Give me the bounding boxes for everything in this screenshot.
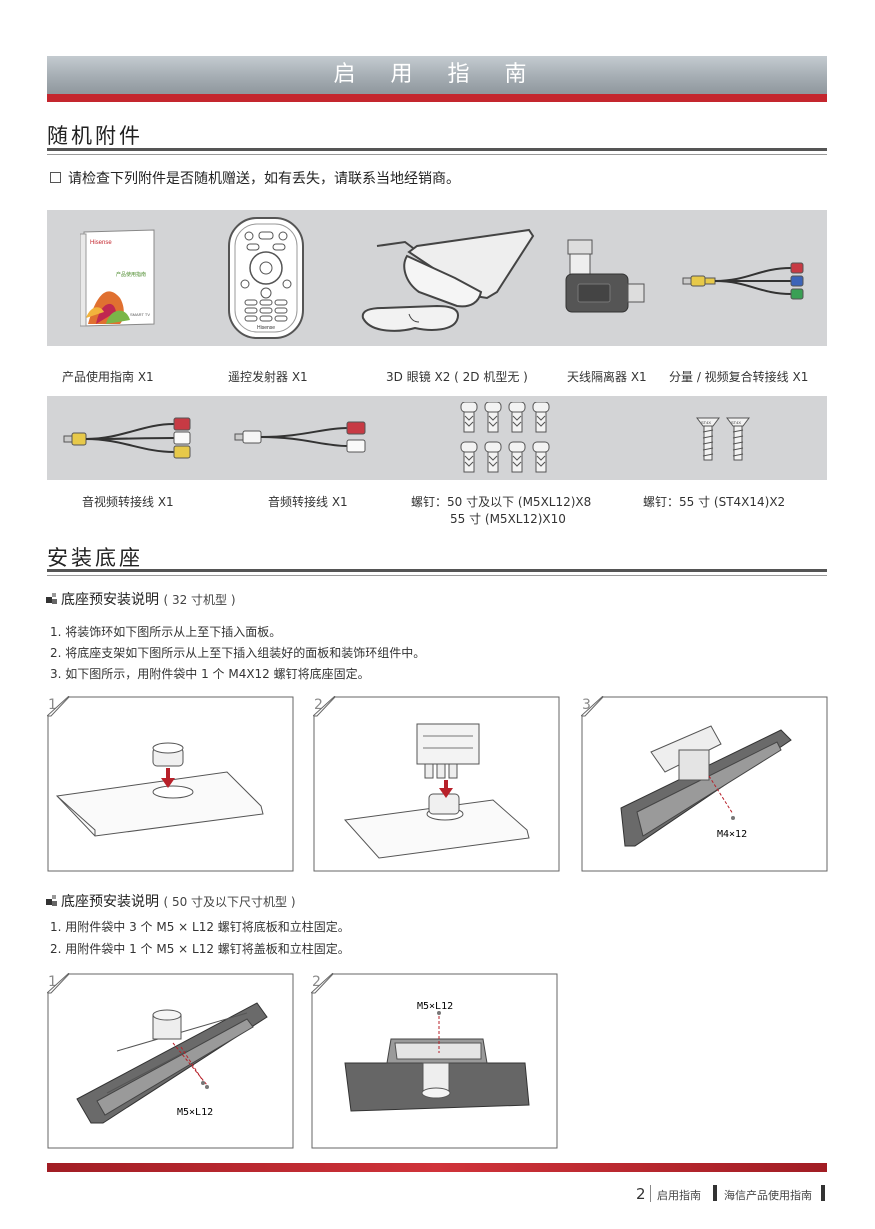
- accessory-label: 3D 眼镜 X2 ( 2D 机型无 ): [386, 370, 528, 384]
- footer-bar: [47, 1163, 827, 1172]
- section-bullet-icon: [46, 895, 57, 906]
- accessories-row-2: ST4X ST4X: [47, 396, 827, 480]
- remote-control-icon: Hisense: [228, 217, 304, 339]
- subsection-note: ( 50 寸及以下尺寸机型 ): [163, 895, 296, 909]
- av-cable-icon: [63, 417, 191, 459]
- page-number: 2: [636, 1185, 646, 1203]
- section-bullet-icon: [46, 593, 57, 604]
- accessories-row-1: Hisense 产品使用指南 SMART TV Hisense: [47, 210, 827, 346]
- footer-chapter: 启用指南: [657, 1189, 701, 1202]
- section-rule-thin: [47, 154, 827, 155]
- accessory-label: 螺钉：55 寸 (ST4X14)X2: [643, 495, 786, 509]
- accessory-label: 音视频转接线 X1: [82, 495, 174, 509]
- panel-number: 3: [582, 697, 591, 713]
- screw-tag-text: ST4X: [701, 420, 711, 425]
- install-diagram-4: M5×L12: [47, 973, 294, 1149]
- panel-number: 2: [314, 697, 323, 713]
- footer-marker: [713, 1185, 717, 1201]
- instruction-step: 1. 将装饰环如下图所示从上至下插入面板。: [50, 625, 282, 639]
- accessory-label: 分量 / 视频复合转接线 X1: [669, 370, 809, 384]
- section-rule: [47, 148, 827, 151]
- install-diagram-5: M5×L12: [311, 973, 558, 1149]
- checkbox-bullet-icon: [50, 172, 61, 183]
- instruction-step: 3. 如下图所示，用附件袋中 1 个 M4X12 螺钉将底座固定。: [50, 667, 370, 681]
- screw-callout: M5×L12: [177, 1107, 213, 1118]
- screw-callout: M5×L12: [417, 1001, 453, 1012]
- screw-tag-text: ST4X: [731, 420, 741, 425]
- section-rule-thin: [47, 575, 827, 576]
- 3d-glasses-icon: [361, 228, 535, 332]
- header-banner: 启 用 指 南: [47, 56, 827, 94]
- subsection-heading: 底座预安装说明: [61, 592, 159, 608]
- subsection-heading: 底座预安装说明: [61, 894, 159, 910]
- panel-number: 1: [48, 974, 57, 990]
- screw-callout: M4×12: [717, 829, 747, 840]
- header-red-stripe: [47, 94, 827, 102]
- accessory-label: 产品使用指南 X1: [62, 370, 154, 384]
- component-cable-icon: [682, 262, 804, 300]
- section-title-accessories: 随机附件: [47, 124, 143, 148]
- panel-number: 2: [312, 974, 321, 990]
- install-diagram-3: M4×12: [581, 696, 828, 872]
- svg-text:Hisense: Hisense: [257, 325, 275, 331]
- svg-text:SMART TV: SMART TV: [130, 312, 150, 317]
- install-diagram-2: [313, 696, 560, 872]
- footer-doc-title: 海信产品使用指南: [724, 1189, 812, 1202]
- instruction-step: 1. 用附件袋中 3 个 M5 × L12 螺钉将底板和立柱固定。: [50, 920, 350, 934]
- install-diagram-1: [47, 696, 294, 872]
- audio-cable-icon: [234, 421, 366, 453]
- footer-marker: [821, 1185, 825, 1201]
- footer-divider: [650, 1185, 651, 1202]
- panel-number: 1: [48, 697, 57, 713]
- antenna-isolator-icon: [565, 239, 645, 313]
- accessory-label: 天线隔离器 X1: [567, 370, 647, 384]
- manual-booklet-icon: Hisense 产品使用指南 SMART TV: [80, 229, 155, 327]
- page-title: 启 用 指 南: [333, 62, 541, 87]
- section-rule: [47, 569, 827, 572]
- instruction-step: 2. 将底座支架如下图所示从上至下插入组装好的面板和装饰环组件中。: [50, 646, 426, 660]
- svg-text:产品使用指南: 产品使用指南: [116, 271, 146, 278]
- instruction-step: 2. 用附件袋中 1 个 M5 × L12 螺钉将盖板和立柱固定。: [50, 942, 350, 956]
- accessory-label: 遥控发射器 X1: [228, 370, 308, 384]
- screws-st4-icon: ST4X ST4X: [696, 417, 750, 461]
- section-title-base: 安装底座: [47, 546, 143, 570]
- notice-text: 请检查下列附件是否随机赠送，如有丢失，请联系当地经销商。: [68, 171, 460, 187]
- svg-text:Hisense: Hisense: [90, 240, 112, 246]
- subsection-note: ( 32 寸机型 ): [163, 593, 236, 607]
- screws-m5-icon: [460, 402, 550, 473]
- accessory-label: 螺钉：50 寸及以下 (M5XL12)X8: [411, 495, 592, 509]
- accessory-label: 55 寸 (M5XL12)X10: [450, 512, 566, 526]
- accessory-label: 音频转接线 X1: [268, 495, 348, 509]
